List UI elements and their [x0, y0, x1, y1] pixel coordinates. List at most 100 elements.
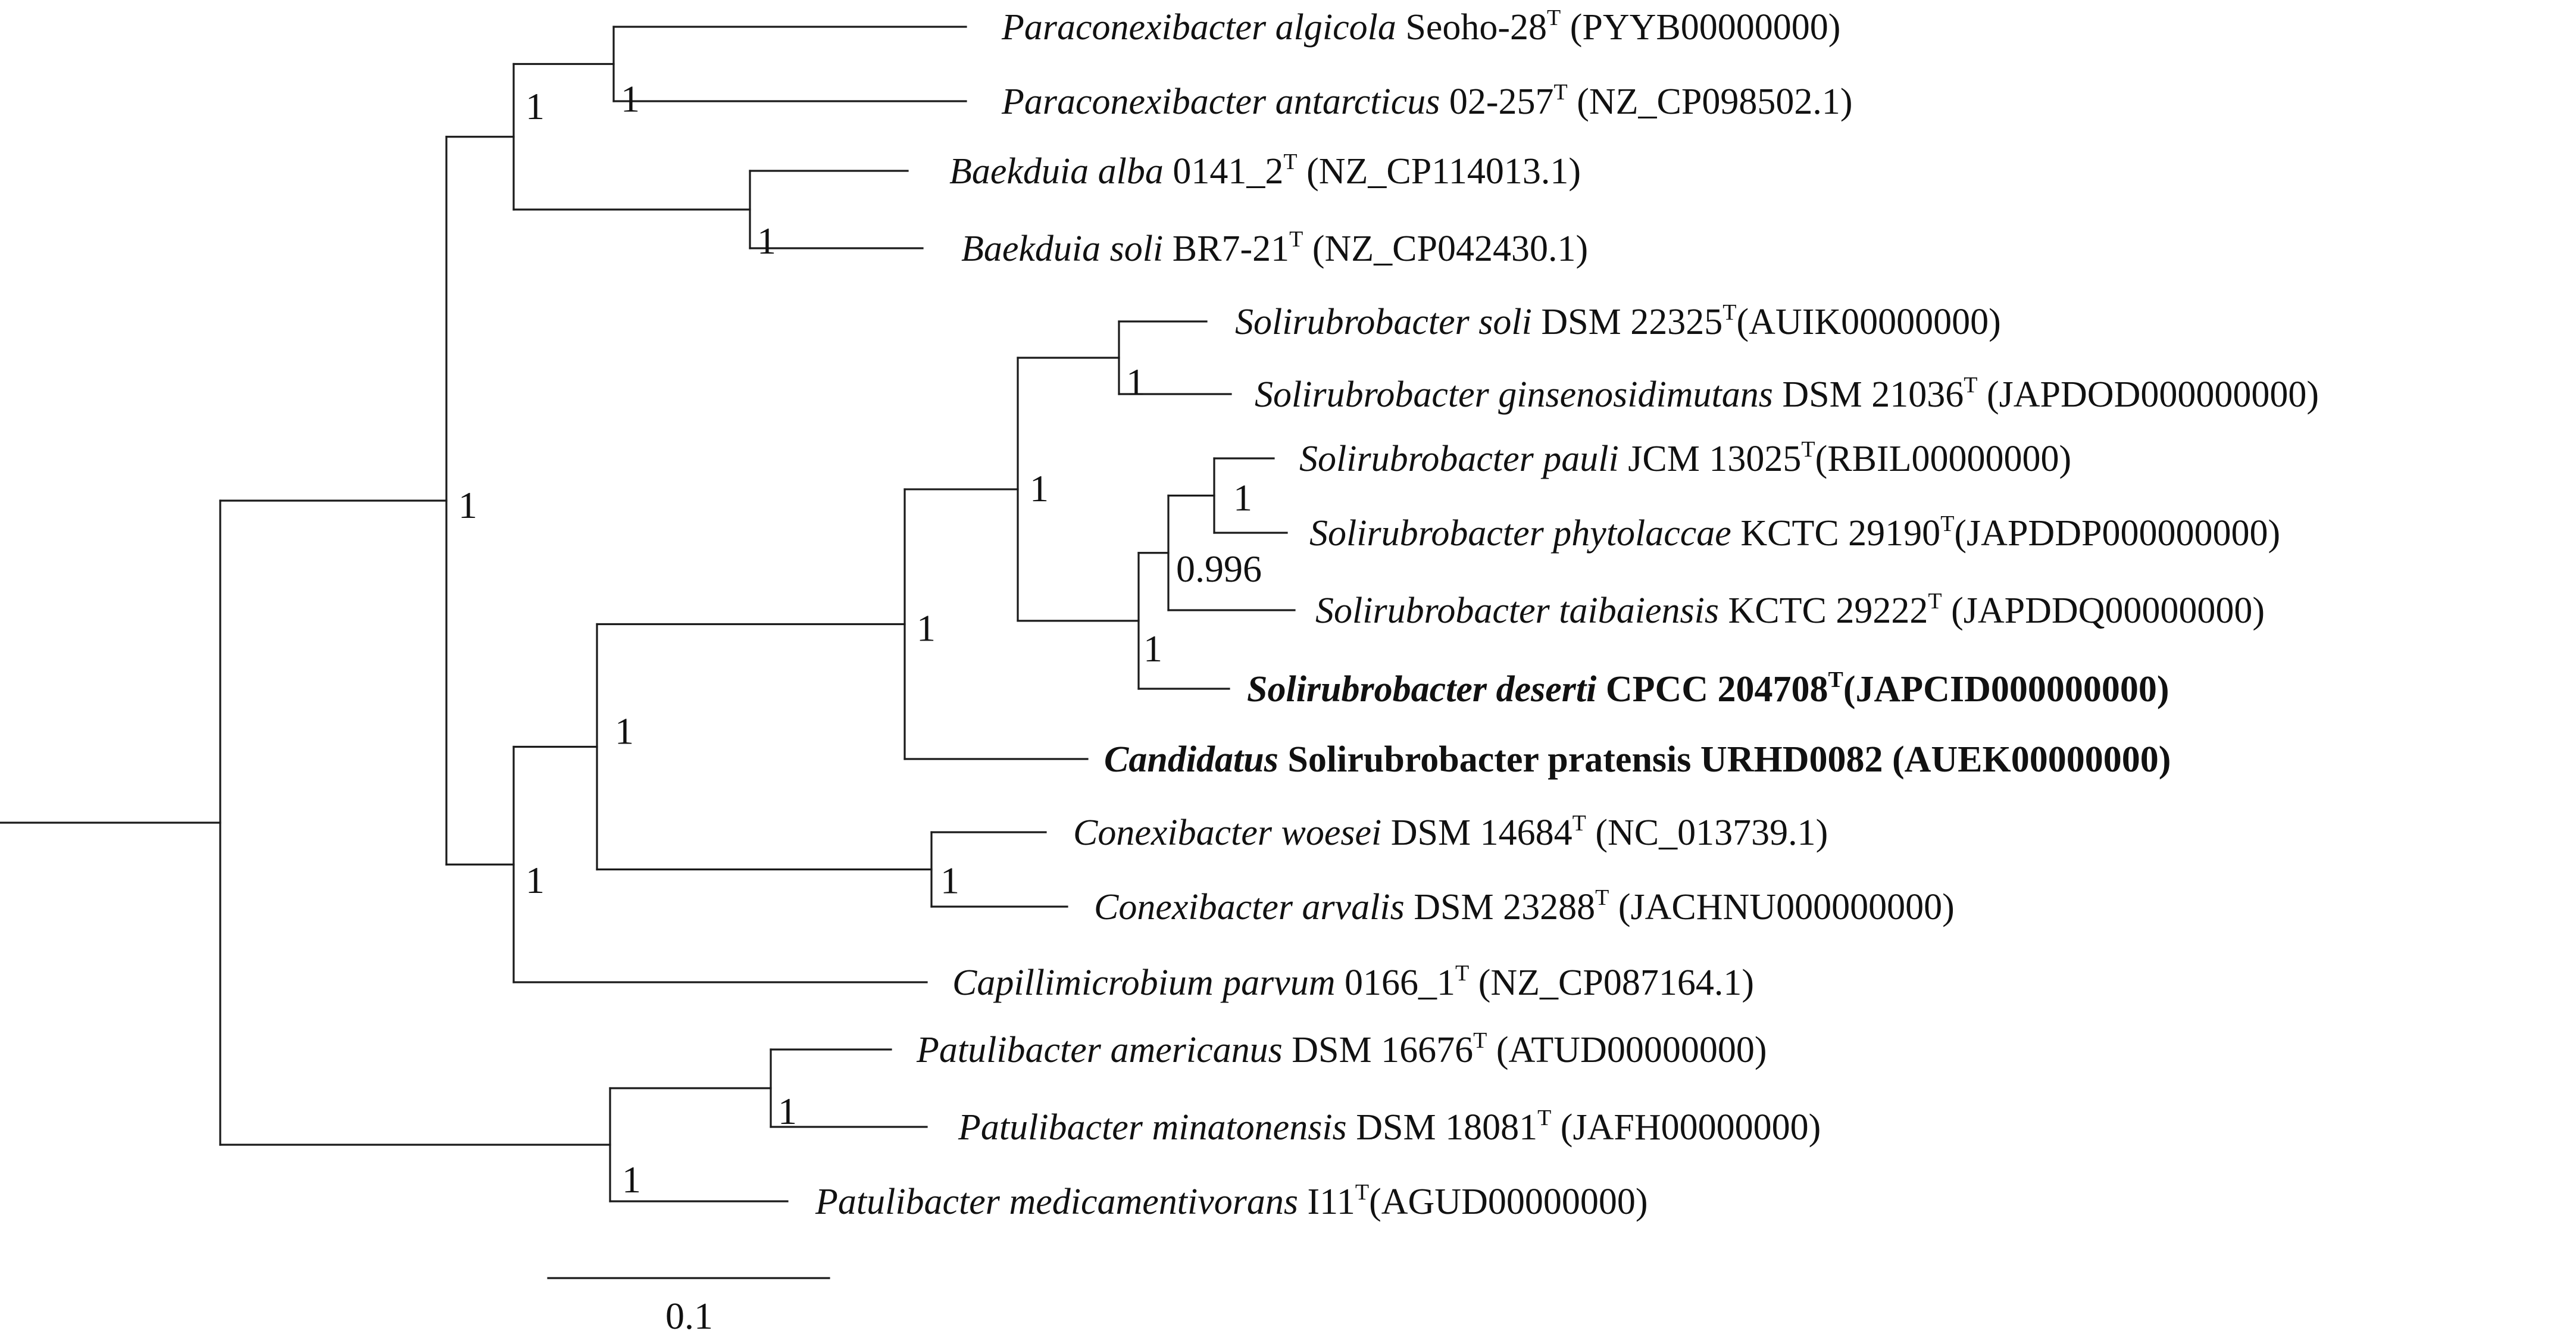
taxon-species: minatonensis: [1152, 1107, 1346, 1148]
taxon-genus: Solirubrobacter: [1255, 374, 1490, 415]
baseline-reset: [1942, 591, 1952, 631]
accession-number: (AUEK00000000): [1892, 739, 2171, 780]
support-value-baekduia: 1: [757, 220, 776, 262]
leaf-label: Solirubrobacter pauli JCM 13025T​(RBIL00…: [1299, 437, 2071, 479]
leaf-label: Patulibacter americanus DSM 16676T (ATUD…: [916, 1028, 1767, 1070]
taxon-species: medicamentivorans: [1009, 1182, 1298, 1222]
taxon-genus: Baekduia: [949, 151, 1089, 192]
accession-number: (NZ_CP087164.1): [1478, 963, 1754, 1003]
strain-name: I11: [1308, 1182, 1355, 1222]
leaf-label: Patulibacter medicamentivorans I11T​(AGU…: [815, 1180, 1647, 1222]
support-value-with-deserti: 1: [1143, 627, 1162, 670]
baseline-reset: [1561, 7, 1570, 48]
taxon-genus: Patulibacter: [958, 1107, 1143, 1148]
taxon-species: soli: [1478, 302, 1532, 342]
type-strain-marker: T: [1537, 1105, 1551, 1130]
taxon-species: pauli: [1540, 439, 1618, 479]
baseline-reset: [1978, 374, 1987, 415]
leaf-label: Patulibacter minatonensis DSM 18081T (JA…: [958, 1105, 1821, 1148]
type-strain-marker: T: [1547, 5, 1561, 30]
taxon-genus: Solirubrobacter: [1247, 669, 1487, 710]
accession-number: (NC_013739.1): [1595, 813, 1828, 853]
taxon-genus: Capillimicrobium: [952, 963, 1214, 1003]
leaf-labels: Paraconexibacter algicola Seoho-28T (PYY…: [815, 5, 2319, 1222]
baseline-reset: [1609, 887, 1618, 927]
support-value-para-baek: 1: [526, 85, 545, 127]
type-strain-marker: T: [1928, 589, 1942, 614]
type-strain-marker: T: [1473, 1028, 1487, 1053]
support-value-soli-ginseng: 1: [1126, 361, 1145, 403]
accession-number: (ATUD00000000): [1496, 1030, 1767, 1070]
strain-name: Seoho-28: [1405, 7, 1547, 48]
taxon-species: woesei: [1281, 813, 1382, 853]
taxon-species: taibaiensis: [1559, 591, 1719, 631]
scale-bar: 0.1: [547, 1277, 830, 1337]
support-value-with-candidatus: 1: [917, 607, 936, 649]
leaf-label: Capillimicrobium parvum 0166_1T (NZ_CP08…: [952, 961, 1754, 1003]
leaf-label: Candidatus Solirubrobacter pratensis URH…: [1104, 739, 2171, 780]
accession-number: (NZ_CP098502.1): [1577, 82, 1852, 122]
taxon-genus: Conexibacter: [1073, 813, 1273, 853]
leaf-label: Paraconexibacter algicola Seoho-28T (PYY…: [1001, 5, 1840, 48]
strain-name: BR7-21: [1173, 229, 1289, 269]
taxon-species: arvalis: [1302, 887, 1405, 927]
taxon-species: antarcticus: [1276, 82, 1440, 122]
strain-name: JCM 13025: [1628, 439, 1801, 479]
taxon-species: parvum: [1220, 963, 1335, 1003]
support-value-patulibacter-pair: 1: [778, 1090, 797, 1132]
baseline-reset: [1303, 229, 1312, 269]
accession-number: (JACHNU000000000): [1618, 887, 1955, 927]
leaf-label: Solirubrobacter deserti CPCC 204708T​(JA…: [1247, 667, 2169, 710]
leaf-label: Conexibacter woesei DSM 14684T (NC_01373…: [1073, 811, 1828, 853]
taxon-genus: Solirubrobacter: [1299, 439, 1534, 479]
leaf-label: Baekduia soli BR7-21T (NZ_CP042430.1): [961, 227, 1588, 269]
accession-number: (JAPCID000000000): [1843, 669, 2169, 710]
strain-name: 02-257: [1449, 82, 1554, 122]
support-value-with-capillimicrobium: 1: [526, 859, 545, 901]
accession-number: (AGUD00000000): [1369, 1182, 1647, 1222]
type-strain-marker: T: [1801, 437, 1815, 462]
leaf-label: Solirubrobacter phytolaccae KCTC 29190T​…: [1309, 511, 2280, 554]
type-strain-marker: T: [1289, 227, 1303, 252]
type-strain-marker: T: [1722, 300, 1736, 325]
accession-number: (JAPDOD000000000): [1987, 374, 2319, 415]
strain-name: 0141_2: [1173, 151, 1283, 192]
accession-number: (NZ_CP114013.1): [1306, 151, 1581, 192]
scale-bar-label: 0.1: [665, 1295, 713, 1337]
taxon-species: phytolaccae: [1550, 513, 1731, 554]
baseline-reset: [1551, 1107, 1561, 1148]
baseline-reset: [1469, 963, 1478, 1003]
strain-name: DSM 16676: [1292, 1030, 1473, 1070]
leaf-label: Baekduia alba 0141_2T (NZ_CP114013.1): [949, 149, 1581, 192]
type-strain-marker: T: [1554, 80, 1568, 105]
support-value-with-conexibacter: 1: [615, 710, 634, 752]
taxon-species: algicola: [1276, 7, 1396, 48]
accession-number: (NZ_CP042430.1): [1312, 229, 1588, 269]
support-value-patulibacter: 1: [622, 1158, 641, 1201]
strain-name: DSM 14684: [1391, 813, 1573, 853]
type-strain-marker: T: [1595, 885, 1609, 910]
baseline-reset: [1487, 1030, 1496, 1070]
type-strain-marker: T: [1828, 667, 1843, 692]
baseline-reset: [1568, 82, 1577, 122]
type-strain-marker: T: [1455, 961, 1469, 986]
taxon-genus: Patulibacter: [916, 1030, 1102, 1070]
support-value-ingroup: 1: [458, 484, 477, 526]
strain-name: DSM 22325: [1541, 302, 1722, 342]
type-strain-marker: T: [1573, 811, 1586, 836]
taxon-species: alba: [1098, 151, 1164, 192]
taxon-species: soli: [1110, 229, 1164, 269]
accession-number: (RBIL00000000): [1815, 439, 2072, 479]
accession-number: (PYYB00000000): [1570, 7, 1841, 48]
strain-name: DSM 21036: [1782, 374, 1964, 415]
leaf-label: Paraconexibacter antarcticus 02-257T (NZ…: [1001, 80, 1853, 122]
support-value-pauli-phyto: 1: [1233, 477, 1252, 519]
support-value-paraconexibacter: 1: [621, 78, 640, 120]
taxon-genus: Paraconexibacter: [1001, 7, 1267, 48]
strain-name: DSM 23288: [1414, 887, 1595, 927]
baseline-reset: [1298, 151, 1307, 192]
strain-name: KCTC 29190: [1740, 513, 1940, 554]
tree-branches: [0, 26, 1296, 1202]
strain-name: CPCC 204708: [1606, 669, 1828, 710]
